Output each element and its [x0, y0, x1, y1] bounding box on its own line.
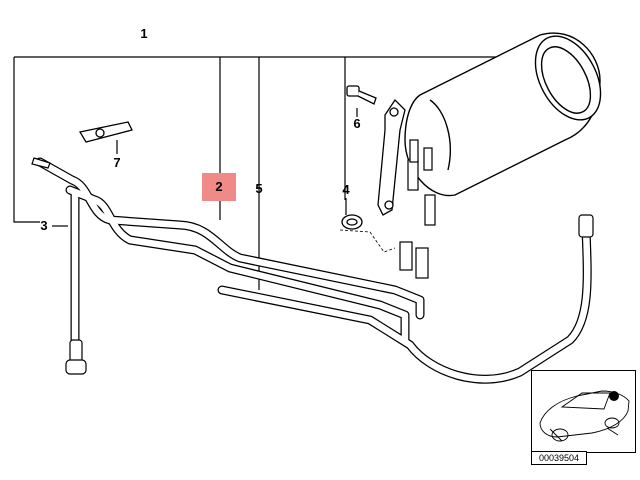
callout-7[interactable]: 7	[113, 155, 121, 170]
callout-6[interactable]: 6	[353, 116, 361, 131]
charcoal-canister	[404, 32, 602, 197]
quick-connector	[31, 157, 594, 375]
callout-1[interactable]: 1	[140, 26, 148, 41]
reference-code: 00039504	[531, 451, 587, 465]
car-locator-inset	[531, 370, 636, 453]
hose-clamp	[341, 214, 363, 230]
location-dot-icon	[609, 391, 619, 401]
callout-3[interactable]: 3	[40, 218, 48, 233]
callout-4[interactable]: 4	[342, 182, 350, 197]
car-locator-icon	[539, 390, 630, 442]
callout-5[interactable]: 5	[255, 181, 263, 196]
leader-line-1	[13, 56, 520, 290]
mounting-bracket	[377, 98, 406, 216]
bolt	[346, 85, 377, 105]
highlight-callout-2: 2	[202, 173, 236, 201]
small-bracket	[78, 121, 133, 143]
callout-2[interactable]: 2	[215, 179, 223, 194]
